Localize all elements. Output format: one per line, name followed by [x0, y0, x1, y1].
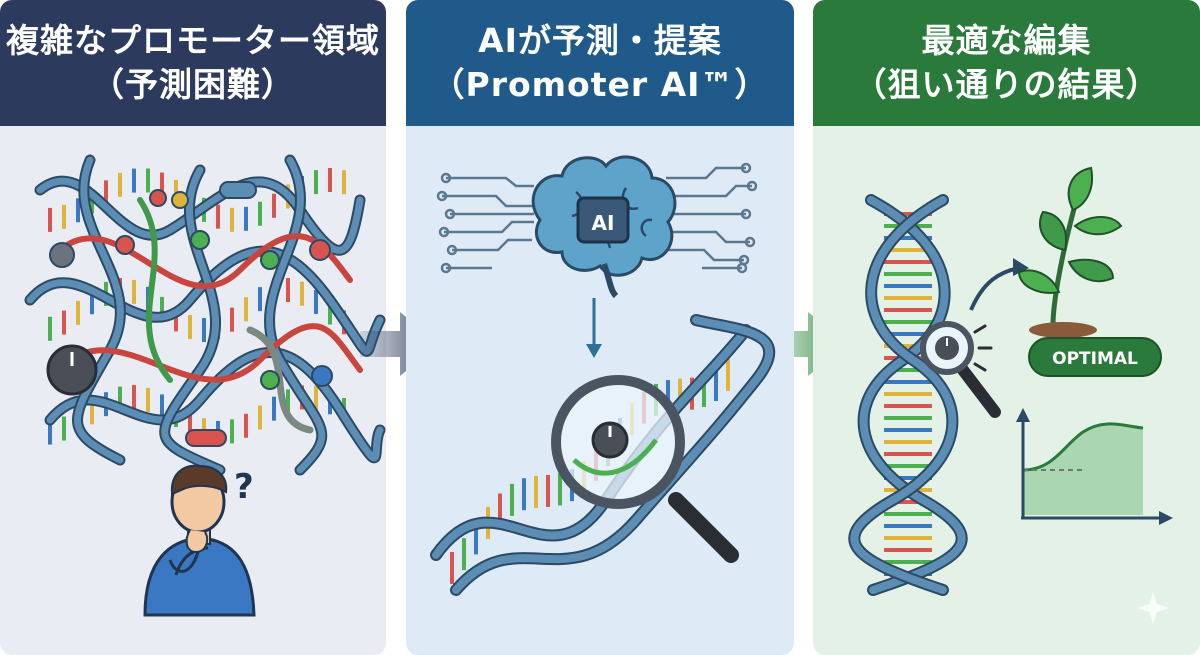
panel-subtitle-optimal: （狙い通りの結果）	[853, 65, 1160, 104]
growth-chart-icon	[1016, 408, 1173, 525]
panel-title-ai: AIが予測・提案	[478, 21, 722, 60]
panel-header-complex: 複雑なプロモーター領域 （予測困難）	[0, 0, 386, 126]
panel-title-complex: 複雑なプロモーター領域	[6, 21, 380, 60]
tangled-dna-strands	[24, 154, 386, 476]
sparkle-icon	[1137, 592, 1169, 624]
tangle-nodes	[49, 181, 333, 447]
vertical-dna-helix	[848, 194, 968, 596]
panel-title-optimal: 最適な編集	[921, 21, 1092, 60]
optimal-badge-label: OPTIMAL	[1052, 349, 1138, 369]
magnifying-glass-icon	[551, 375, 739, 563]
question-mark-icon: ?	[234, 467, 254, 507]
plant-icon	[1017, 166, 1123, 338]
optimal-badge	[1028, 337, 1162, 377]
panel-ai-prediction: AIが予測・提案 （Promoter AI™） AI	[406, 0, 794, 655]
dna-helix	[430, 314, 776, 596]
optimal-edit-illustration: OPTIMAL	[848, 166, 1173, 624]
control-knob-icon	[46, 344, 98, 396]
ai-chip-label: AI	[592, 211, 615, 235]
panel-header-optimal: 最適な編集 （狙い通りの結果）	[813, 0, 1200, 126]
panel-complex-promoter: 複雑なプロモーター領域 （予測困難）	[0, 0, 386, 655]
curved-arrow-icon	[969, 258, 1029, 311]
circuit-lines-left-icon	[436, 172, 534, 274]
small-magnifier-icon	[920, 321, 1001, 418]
panel-optimal-edit: 最適な編集 （狙い通りの結果）	[813, 0, 1200, 655]
tangled-dna-illustration: ?	[24, 154, 386, 617]
panel-subtitle-complex: （予測困難）	[91, 65, 295, 104]
ai-prediction-illustration: AI	[430, 155, 776, 596]
panel-subtitle-ai: （Promoter AI™）	[431, 65, 769, 104]
circuit-lines-right-icon	[666, 162, 758, 274]
vertical-dna-bases	[884, 212, 932, 576]
down-arrow-icon	[586, 298, 602, 358]
panel-header-ai: AIが予測・提案 （Promoter AI™）	[406, 0, 794, 126]
confused-person-icon	[143, 464, 256, 617]
brain-icon	[531, 155, 677, 299]
